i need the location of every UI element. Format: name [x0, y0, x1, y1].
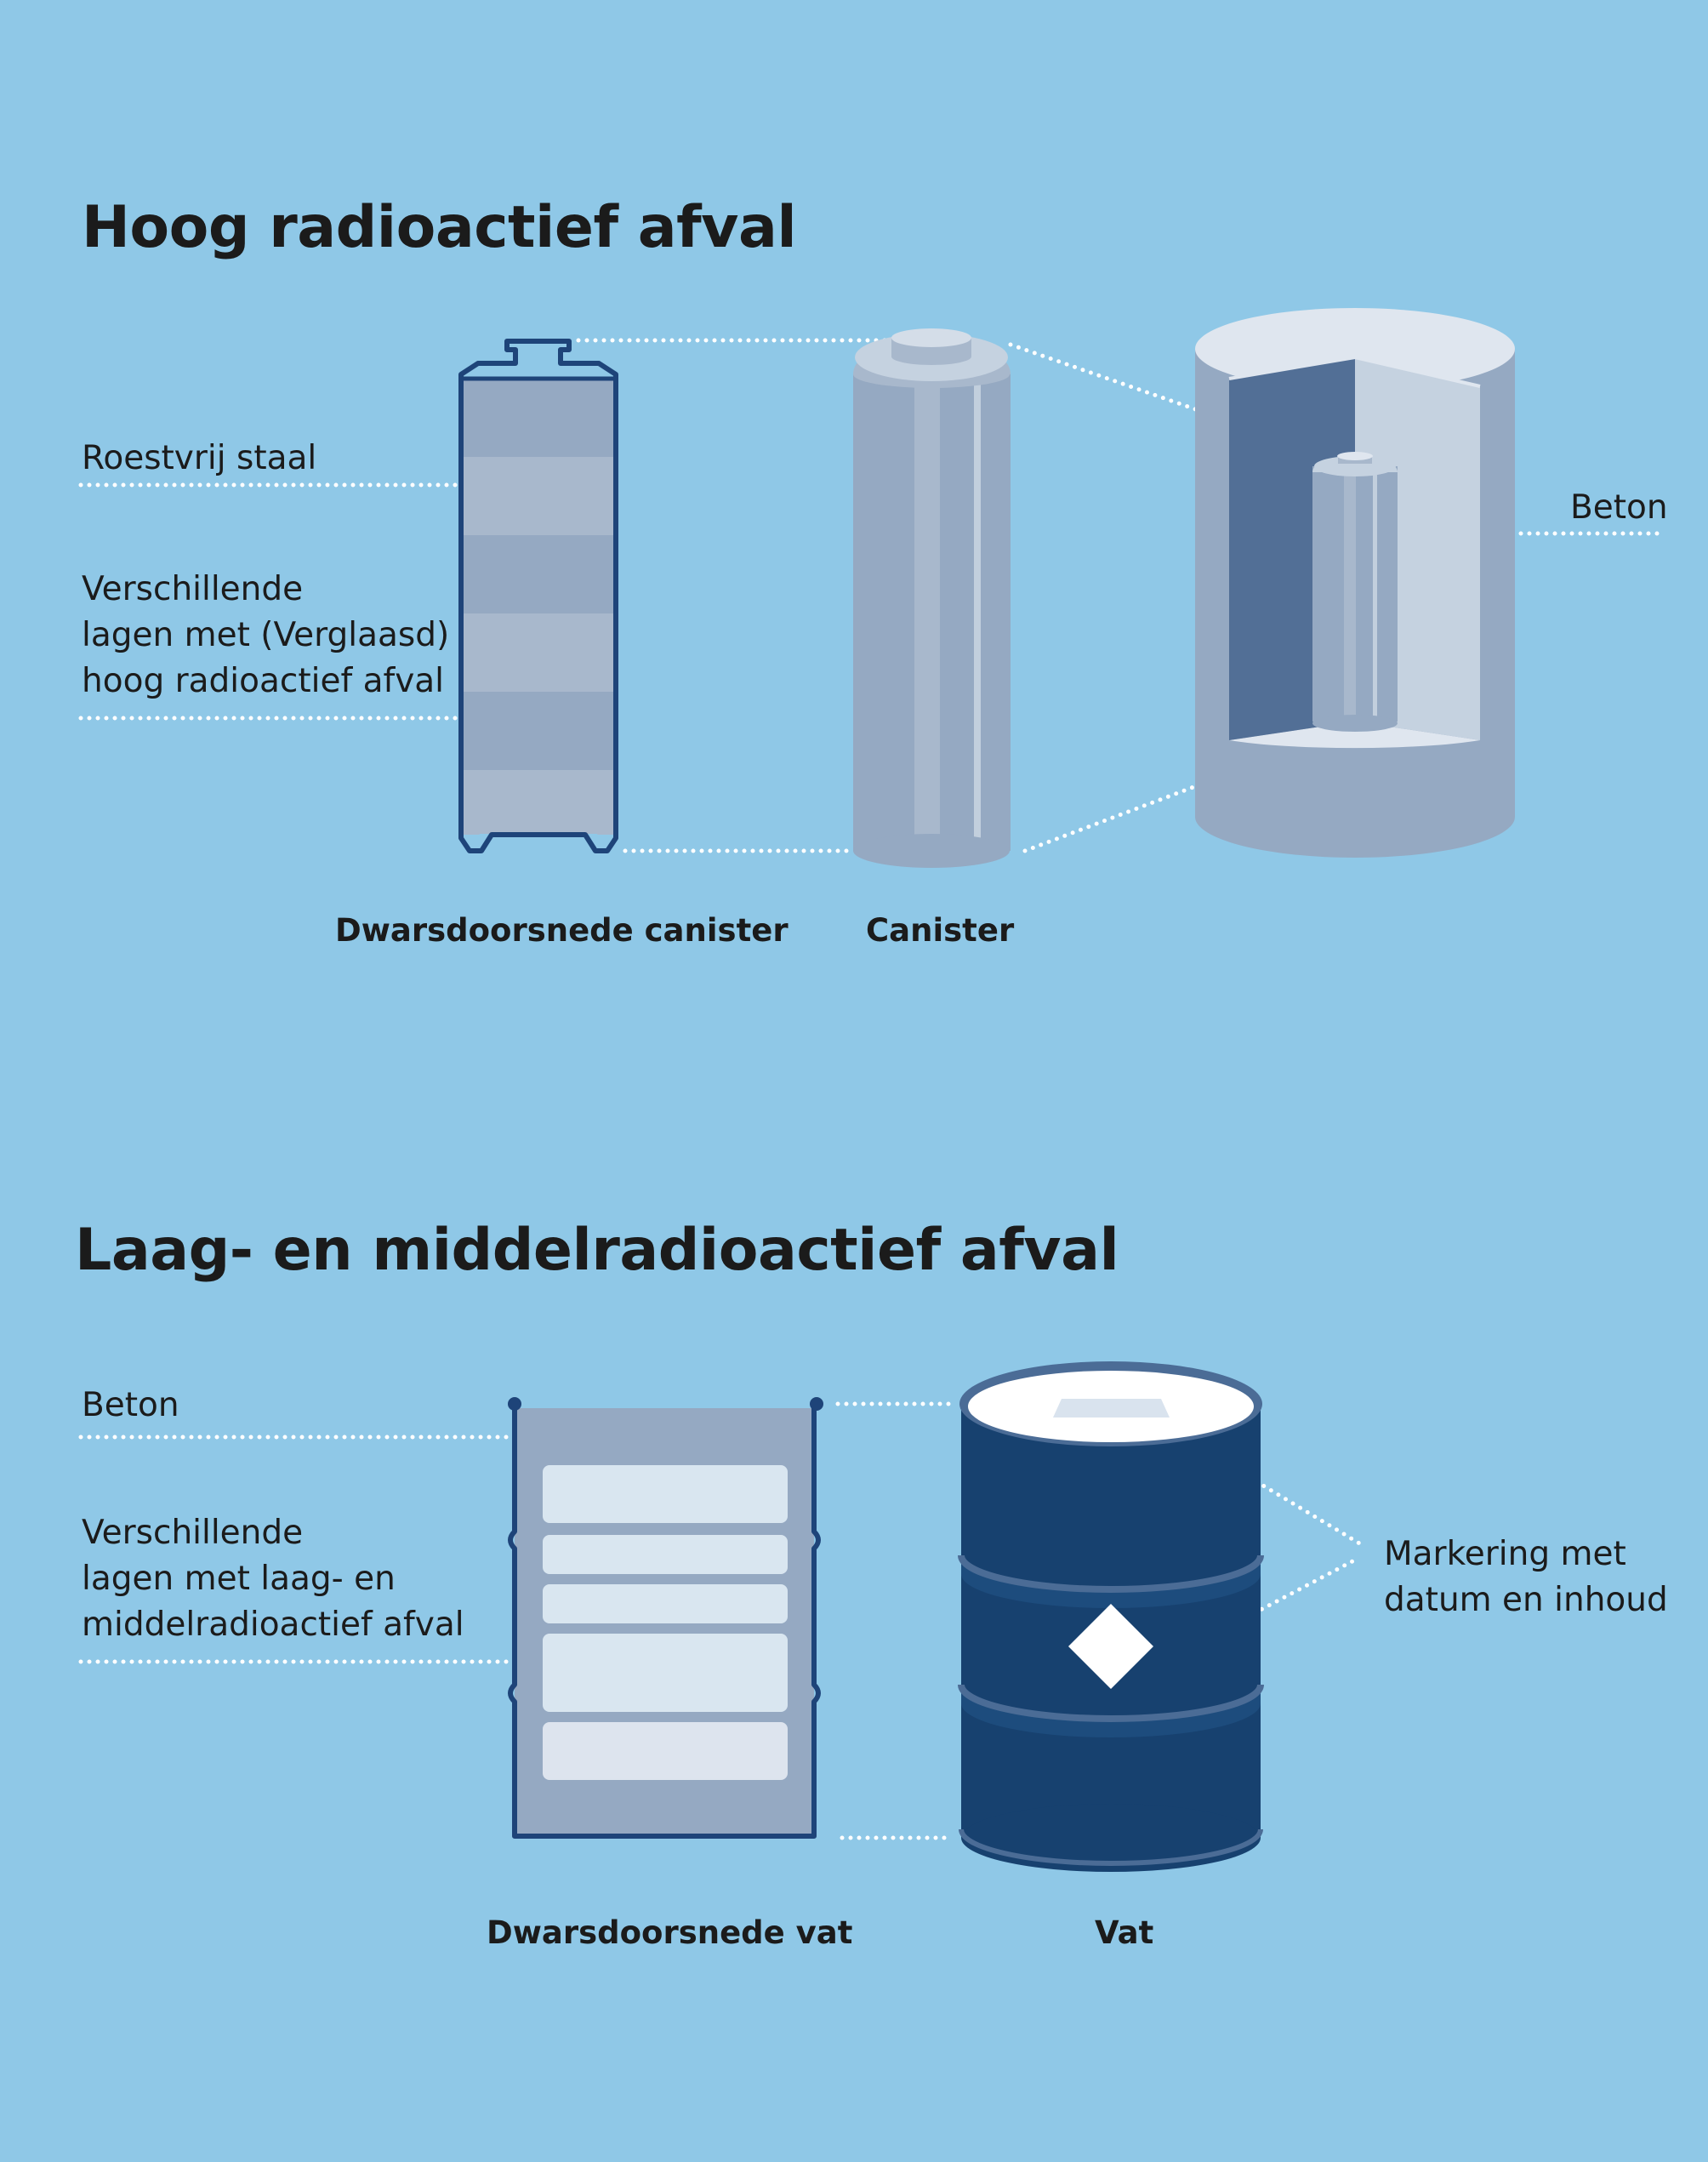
canister-caption: Canister [866, 912, 1015, 949]
marking-line: datum en inhoud [1384, 1581, 1668, 1619]
drum-caption: Vat [1095, 1914, 1154, 1951]
high-layers-line: Verschillende [82, 570, 304, 608]
low-intermediate-waste-title: Laag- en middelradioactief afval [75, 1217, 1119, 1284]
low-layers-line: middelradioactief afval [82, 1606, 464, 1644]
canister-illustration [853, 328, 1011, 868]
marking-line: Markering met [1384, 1535, 1626, 1573]
low-layers-line: Verschillende [82, 1514, 304, 1552]
high-layers-line: lagen met (Verglaasd) [82, 616, 450, 654]
concrete-label-low: Beton [82, 1386, 179, 1424]
high-level-layers-label: Verschillende lagen met (Verglaasd) hoog… [82, 567, 449, 705]
concrete-label-high: Beton [1570, 488, 1668, 527]
low-level-layers-label: Verschillende lagen met laag- en middelr… [82, 1510, 464, 1648]
drum-illustration [958, 1361, 1264, 1872]
low-layers-line: lagen met laag- en [82, 1560, 396, 1598]
concrete-container-illustration [1195, 308, 1515, 858]
high-level-waste-title: Hoog radioactief afval [82, 194, 797, 261]
drum-cross-section-caption: Dwarsdoorsnede vat [487, 1914, 853, 1951]
canister-cross-section-illustration [458, 339, 618, 853]
drum-cross-section-illustration [508, 1397, 823, 1839]
stainless-steel-label: Roestvrij staal [82, 439, 317, 477]
marking-label: Markering met datum en inhoud [1384, 1532, 1668, 1623]
canister-cross-section-caption: Dwarsdoorsnede canister [335, 912, 789, 949]
high-layers-line: hoog radioactief afval [82, 662, 445, 700]
leader-marking-diamond [1184, 1559, 1355, 1651]
